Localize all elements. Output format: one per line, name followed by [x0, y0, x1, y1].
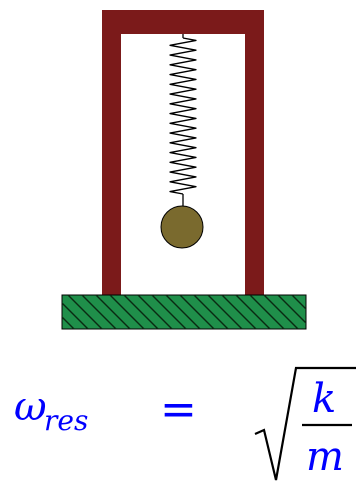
- hatch-line: [263, 295, 299, 329]
- hatch-line: [81, 295, 117, 329]
- fraction-denominator: m: [306, 434, 344, 480]
- hatch-line: [95, 295, 131, 329]
- frame-right-post: [245, 10, 264, 297]
- radical-sign: [254, 366, 356, 481]
- hatch-line: [249, 295, 285, 329]
- hatch-line: [123, 295, 159, 329]
- hatch-line: [151, 295, 187, 329]
- omega-symbol: ω: [14, 384, 47, 430]
- hatch-line: [305, 295, 306, 296]
- mass-bob: [160, 205, 204, 249]
- hatch-line: [291, 295, 306, 310]
- hatch-line: [277, 295, 306, 324]
- support-frame: [102, 10, 264, 297]
- equals-sign: =: [160, 384, 197, 435]
- hatch-line: [221, 295, 257, 329]
- hatch-line: [179, 295, 215, 329]
- hatch-line: [62, 302, 89, 329]
- hatch-line: [165, 295, 201, 329]
- fraction-numerator: k: [312, 376, 336, 422]
- hatch-line: [193, 295, 229, 329]
- hatch-line: [320, 295, 354, 329]
- frame-left-post: [102, 10, 121, 297]
- hatch-line: [137, 295, 173, 329]
- ground-hatching: [62, 295, 354, 329]
- hatch-line: [207, 295, 243, 329]
- hatch-line: [62, 316, 75, 329]
- resonance-equation: ω res = k m: [14, 366, 356, 481]
- hatch-line: [109, 295, 145, 329]
- omega-subscript: res: [44, 404, 88, 437]
- spring-coil: [169, 37, 197, 195]
- frame-top-beam: [102, 10, 264, 34]
- spring: [169, 34, 197, 207]
- hatch-line: [235, 295, 271, 329]
- ground-block: [61, 294, 307, 330]
- hatch-line: [67, 295, 103, 329]
- ground: [61, 294, 354, 330]
